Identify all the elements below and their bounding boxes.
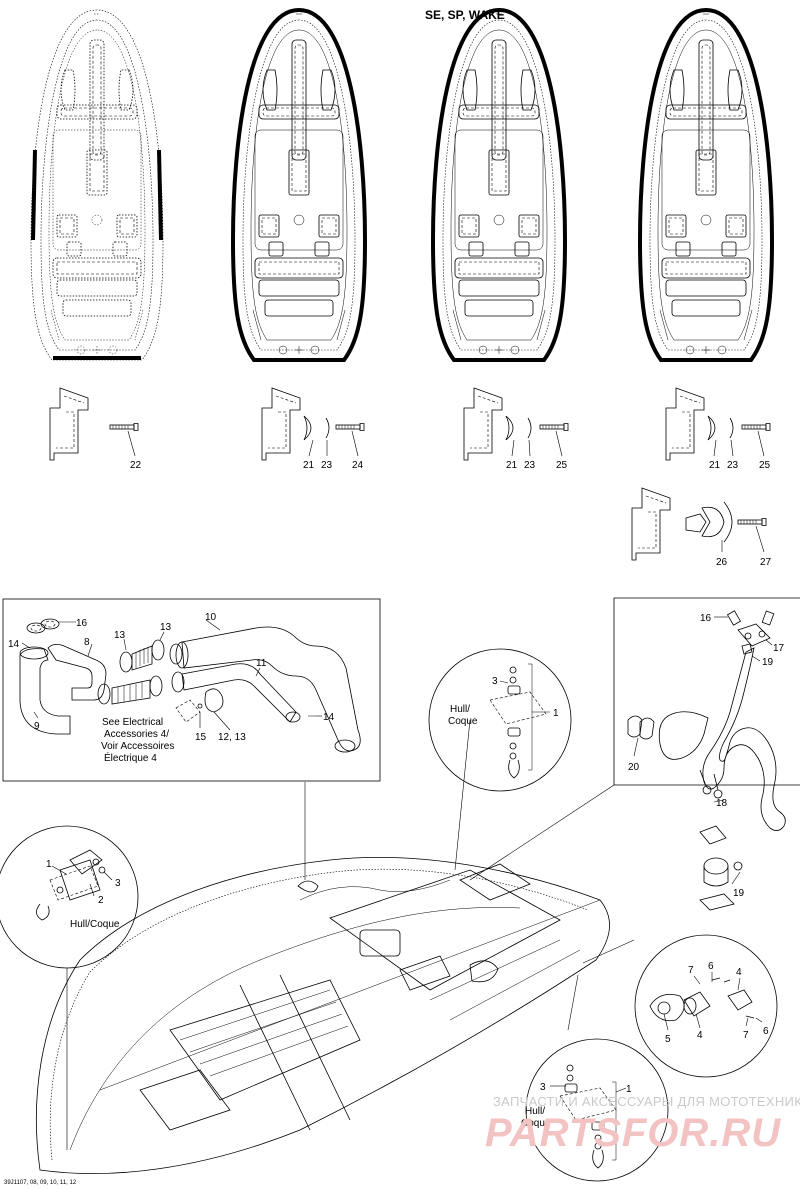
callout-7a: 7 <box>688 965 694 976</box>
hull-coque-bottom-2: Coque <box>521 1118 551 1129</box>
callout-16a: 16 <box>76 618 88 629</box>
tank-hose-panel: 16 17 19 20 18 19 <box>613 597 800 911</box>
callout-16b: 16 <box>700 613 712 624</box>
callout-12-13: 12, 13 <box>218 732 246 743</box>
see-electrical-line-3: Voir Accessoires <box>101 741 174 752</box>
hull-view-4 <box>638 8 774 362</box>
hull-bolt-detail-bottom: 3 1 Hull/ Coque <box>521 1038 669 1182</box>
callout-3a: 3 <box>492 676 498 687</box>
callout-10: 10 <box>205 612 217 623</box>
callout-2: 2 <box>98 895 104 906</box>
hull-bolt-detail-left: 1 2 3 Hull/Coque <box>0 825 139 969</box>
hull-view-2 <box>231 8 367 362</box>
callout-3b: 3 <box>115 878 121 889</box>
callout-19b: 19 <box>733 888 745 899</box>
callout-25b: 25 <box>759 460 771 471</box>
callout-21a: 21 <box>303 460 315 471</box>
callout-14a: 14 <box>8 639 20 650</box>
boat-main-view <box>36 719 635 1175</box>
callout-4a: 4 <box>736 967 742 978</box>
callout-17: 17 <box>773 643 785 654</box>
callout-15: 15 <box>195 732 207 743</box>
callout-1b: 1 <box>46 859 52 870</box>
watermark-line-1: ЗАПЧАСТИ И АКСЕССУАРЫ ДЛЯ МОТОТЕХНИКИ <box>493 1094 800 1109</box>
callout-23a: 23 <box>321 460 333 471</box>
callout-5: 5 <box>665 1034 671 1045</box>
footer-code: 39J1107, 08, 09, 10, 11, 12 <box>4 1180 77 1186</box>
callout-13a: 13 <box>114 630 126 641</box>
callout-6a: 6 <box>708 961 714 972</box>
watermark-line-2: PARTSFOR.RU <box>485 1111 781 1155</box>
callout-23b: 23 <box>524 460 536 471</box>
callout-24: 24 <box>352 460 364 471</box>
hull-view-1 <box>30 9 164 361</box>
hull-coque-top-2: Coque <box>448 716 478 727</box>
hull-coque-top-1: Hull/ <box>450 704 470 715</box>
see-electrical-line-4: Électrique 4 <box>104 751 157 764</box>
fastener-detail-4: 21 23 25 <box>665 387 771 471</box>
hose-kit-panel: 16 14 8 13 13 10 11 9 15 12, 13 14 See E… <box>2 598 381 782</box>
fastener-detail-1: 22 <box>49 387 142 471</box>
callout-1a: 1 <box>553 708 559 719</box>
hatch-latch-detail: 7 6 4 5 4 7 6 <box>634 934 778 1078</box>
callout-18: 18 <box>716 798 728 809</box>
callout-26: 26 <box>716 557 728 568</box>
callout-21b: 21 <box>506 460 518 471</box>
fastener-detail-3: 21 23 25 <box>463 387 569 471</box>
hull-bolt-detail-top: 3 1 Hull/ Coque <box>428 648 572 792</box>
callout-21c: 21 <box>709 460 721 471</box>
callout-3c: 3 <box>540 1082 546 1093</box>
callout-6b: 6 <box>763 1026 769 1037</box>
hull-coque-left: Hull/Coque <box>70 919 120 930</box>
hull-coque-bottom-1: Hull/ <box>525 1106 545 1117</box>
see-electrical-line-1: See Electrical <box>102 717 163 728</box>
fastener-detail-5: 26 27 <box>631 487 772 568</box>
callout-8: 8 <box>84 637 90 648</box>
callout-20: 20 <box>628 762 640 773</box>
callout-4b: 4 <box>697 1030 703 1041</box>
callout-7b: 7 <box>743 1030 749 1041</box>
callout-13b: 13 <box>160 622 172 633</box>
callout-25a: 25 <box>556 460 568 471</box>
hull-view-3 <box>431 8 567 362</box>
callout-14b: 14 <box>323 712 335 723</box>
fastener-detail-2: 21 23 24 <box>261 387 365 471</box>
callout-22: 22 <box>130 460 142 471</box>
see-electrical-line-2: Accessories 4/ <box>104 729 169 740</box>
callout-23c: 23 <box>727 460 739 471</box>
callout-1c: 1 <box>626 1084 632 1095</box>
callout-19a: 19 <box>762 657 774 668</box>
callout-9: 9 <box>34 721 40 732</box>
callout-11: 11 <box>256 658 267 669</box>
callout-27: 27 <box>760 557 772 568</box>
